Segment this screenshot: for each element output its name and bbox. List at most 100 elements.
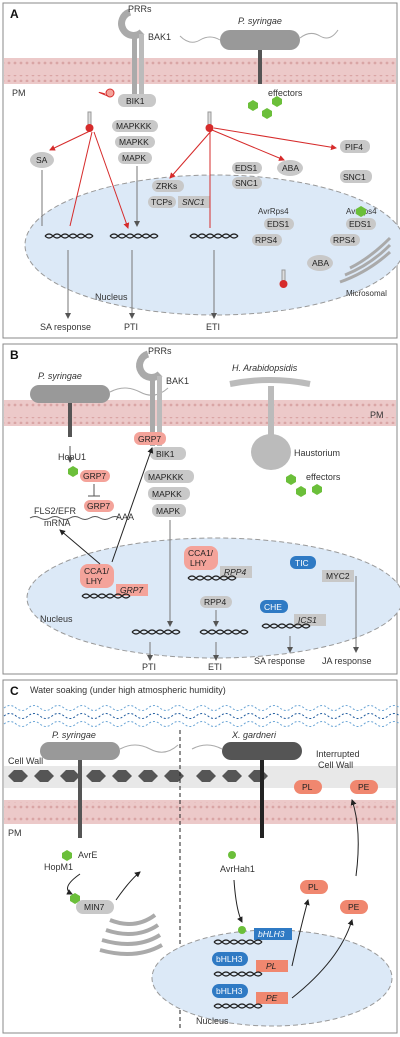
rpp4-label: RPP4 (204, 597, 226, 607)
rpp4-protein (200, 596, 232, 608)
cca1-a-label: CCA1/ (84, 566, 110, 576)
che-label: CHE (264, 602, 282, 612)
bacterium-a (220, 30, 300, 50)
tcps-label-a: TCPs (151, 197, 172, 207)
arrow-avrhah1 (233, 879, 243, 923)
flagellum-c2 (191, 744, 223, 750)
arrow-grp7-mrna (59, 529, 101, 565)
avrhah1-icon (228, 851, 236, 859)
golgi-icon (99, 913, 163, 956)
zrks-a (152, 180, 184, 192)
prrs-label-a: PRRs (128, 4, 152, 14)
panel-a-letter: A (10, 7, 19, 21)
pti-label-b: PTI (142, 662, 156, 672)
mapkk-label-a: MAPKK (119, 137, 149, 147)
red-arrow-a3 (169, 129, 213, 179)
membrane-c-inner-dots (4, 815, 396, 822)
microsomal-label: Microsomal (346, 289, 387, 298)
bhlh3-gene-label: bHLH3 (258, 929, 285, 939)
avrrps4-left-label: AvrRps4 (258, 207, 289, 216)
hopm1-label: HopM1 (44, 862, 73, 872)
rps4-right-a (330, 234, 360, 246)
pif4-a (340, 140, 370, 153)
bhlh3-a (212, 952, 248, 966)
membrane-b-outer-dots (4, 402, 396, 409)
panel-a: A PM PRRs BAK1 P. syringae effectors BIK… (2, 2, 400, 339)
grp7-top (134, 432, 166, 445)
grp7-a-b (80, 470, 110, 482)
haustorium-label: Haustorium (294, 448, 340, 458)
mapk-label-a: MAPK (122, 153, 146, 163)
t3ss-c2 (260, 760, 264, 838)
bhlh3-a-label: bHLH3 (216, 954, 243, 964)
red-arrow-a5 (213, 127, 337, 151)
mapkk-b (148, 487, 190, 500)
mapk-b (152, 504, 186, 517)
xgard-label-c: X. gardneri (231, 730, 277, 740)
red-arrow-a4 (211, 129, 285, 161)
rpp4-gene-label: RPP4 (224, 567, 246, 577)
prrs-label-b: PRRs (148, 346, 172, 356)
arrow-grp7-up (111, 447, 154, 563)
prr-stalk-a (132, 34, 137, 104)
pe-mid-label: PE (348, 902, 360, 912)
grp7-gene (116, 584, 148, 596)
thermometer-icon-a2 (207, 111, 212, 127)
pl-gene (256, 960, 288, 972)
pathogen-label-a: P. syringae (238, 16, 282, 26)
grp7-top-label: GRP7 (138, 434, 161, 444)
pl-mid (300, 880, 328, 894)
red-arrow-a2 (93, 131, 130, 229)
t3ss-a (258, 50, 262, 84)
grp7-a-label: GRP7 (83, 471, 106, 481)
inhibit-grp7 (88, 484, 100, 497)
mapk-label-b: MAPK (156, 506, 180, 516)
avre-label: AvrE (78, 850, 97, 860)
interrupted-label-1: Interrupted (316, 749, 360, 759)
aba-b-label-a: ABA (312, 258, 329, 268)
snc1-gene-a (178, 196, 210, 208)
snc1-gene-label-a: SNC1 (182, 197, 205, 207)
arrow-hopm1 (66, 873, 81, 895)
bik1-b (150, 447, 186, 460)
bik1-label-a: BIK1 (126, 96, 145, 106)
fls2-label: FLS2/EFR (34, 506, 77, 516)
arrow-min7 (115, 871, 141, 901)
eds1-right-a (346, 218, 376, 230)
aaa-label: AAA (116, 512, 134, 522)
pm-label-b: PM (370, 410, 384, 420)
thermometer-bulb-a3 (279, 280, 288, 288)
pm-label-a: PM (12, 88, 26, 98)
bhlh3-b (212, 984, 248, 998)
snc1-b-label-a: SNC1 (343, 172, 366, 182)
grp7-b-b (84, 500, 114, 512)
eti-label-b: ETI (208, 662, 222, 672)
eds1-left-a (264, 218, 294, 230)
thermometer-icon-a1 (87, 111, 92, 127)
avrhah1-nuc-icon (238, 926, 246, 934)
rps4-left-a (252, 234, 282, 246)
mapkkk-label-b: MAPKKK (148, 472, 184, 482)
eds1-right-label: EDS1 (349, 219, 371, 229)
pm-label-c: PM (8, 828, 22, 838)
mapkkk-a (112, 120, 158, 132)
water-soaking-label: Water soaking (under high atmospheric hu… (30, 685, 226, 695)
membrane-c-outer-dots (4, 802, 396, 809)
prr-stalk-b (150, 376, 155, 446)
rps4-left-label: RPS4 (255, 235, 277, 245)
nucleus-c (151, 929, 393, 1027)
cell-wall-hexes (8, 770, 268, 782)
pe-gene (256, 992, 288, 1004)
bhlh3-b-label: bHLH3 (216, 986, 243, 996)
myc2-gene (322, 570, 354, 582)
arrow-pl-out (291, 899, 310, 967)
rps4-right-label: RPS4 (333, 235, 355, 245)
water-wave-3 (3, 721, 400, 727)
ics1-label: ICS1 (298, 615, 317, 625)
mapkkk-b (144, 470, 194, 483)
sa-a (30, 152, 54, 168)
eti-label-a: ETI (206, 322, 220, 332)
arrow-pe-out (291, 919, 354, 999)
pl-top (294, 780, 322, 794)
arrow-pl-pe-up (350, 799, 359, 877)
